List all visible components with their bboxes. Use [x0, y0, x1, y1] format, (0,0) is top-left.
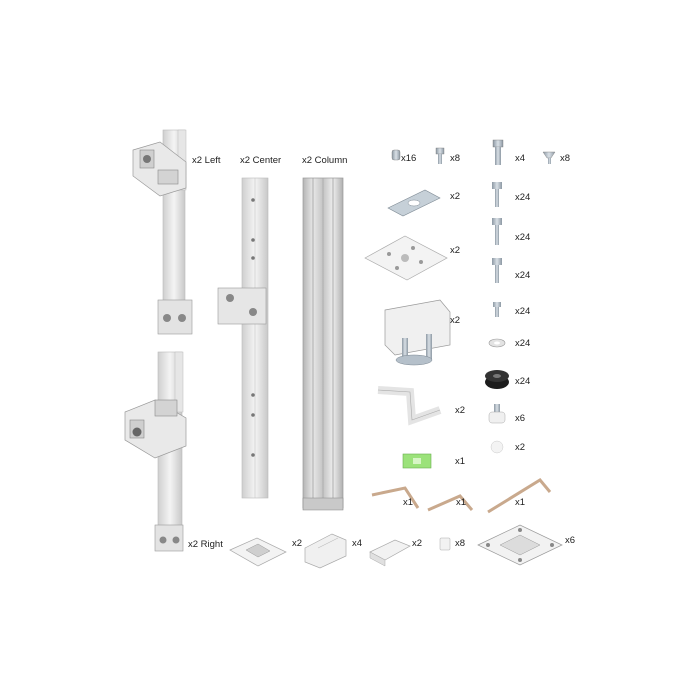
clamp-part	[384, 299, 451, 366]
screw-small	[391, 149, 401, 161]
nut	[485, 370, 509, 389]
label-vesa: x6	[565, 535, 576, 546]
label-center-rail: x2 Center	[240, 155, 282, 166]
screw-hex	[435, 147, 445, 164]
cover-clip-part	[304, 533, 347, 569]
label-base-plate: x2	[450, 245, 461, 256]
label-grommet: x2	[292, 538, 303, 549]
clip-small-part	[439, 537, 451, 551]
bolt-b	[492, 218, 502, 245]
label-end-cap: x2	[412, 538, 423, 549]
bracket-part	[377, 386, 442, 426]
label-bracket: x2	[455, 405, 466, 416]
left-arm-part	[132, 129, 193, 335]
base-plate-part	[364, 235, 448, 281]
hex-key-b	[427, 494, 474, 512]
label-bolt-c: x24	[515, 270, 531, 281]
bolt-a	[492, 182, 502, 207]
label-left-arm: x2 Left	[192, 155, 221, 166]
center-rail-part	[217, 177, 269, 499]
bolt-long	[492, 139, 504, 165]
label-bolt-long: x4	[515, 153, 526, 164]
label-plate: x2	[450, 191, 461, 202]
level-part	[402, 453, 432, 469]
screw-flat	[542, 151, 556, 164]
bolt-c	[492, 258, 502, 283]
label-screw-hex: x8	[450, 153, 461, 164]
bolt-d	[493, 302, 501, 317]
plate-part	[387, 189, 441, 217]
label-washer: x24	[515, 338, 531, 349]
knob	[488, 404, 506, 424]
label-bolt-a: x24	[515, 192, 531, 203]
label-screw-flat: x8	[560, 153, 571, 164]
right-arm-part	[124, 351, 187, 552]
cap-round	[490, 440, 504, 454]
label-hex-key-b: x1	[456, 497, 467, 508]
label-hex-key-c: x1	[515, 497, 526, 508]
label-nut: x24	[515, 376, 531, 387]
washer	[488, 338, 506, 348]
label-hex-key-a: x1	[403, 497, 414, 508]
label-knob: x6	[515, 413, 526, 424]
end-cap-part	[369, 539, 411, 567]
label-bolt-d: x24	[515, 306, 531, 317]
hex-key-a	[371, 486, 420, 509]
label-clamp: x2	[450, 315, 461, 326]
label-clip-small: x8	[455, 538, 466, 549]
hex-key-c	[487, 478, 552, 514]
label-cap-round: x2	[515, 442, 526, 453]
label-bolt-b: x24	[515, 232, 531, 243]
vesa-plate-part	[477, 524, 563, 566]
label-column: x2 Column	[302, 155, 348, 166]
column-part	[302, 177, 344, 511]
grommet-part	[229, 537, 287, 567]
label-screw-small: x16	[401, 153, 417, 164]
label-level: x1	[455, 456, 466, 467]
label-cover-clip: x4	[352, 538, 363, 549]
label-right-arm: x2 Right	[188, 539, 223, 550]
